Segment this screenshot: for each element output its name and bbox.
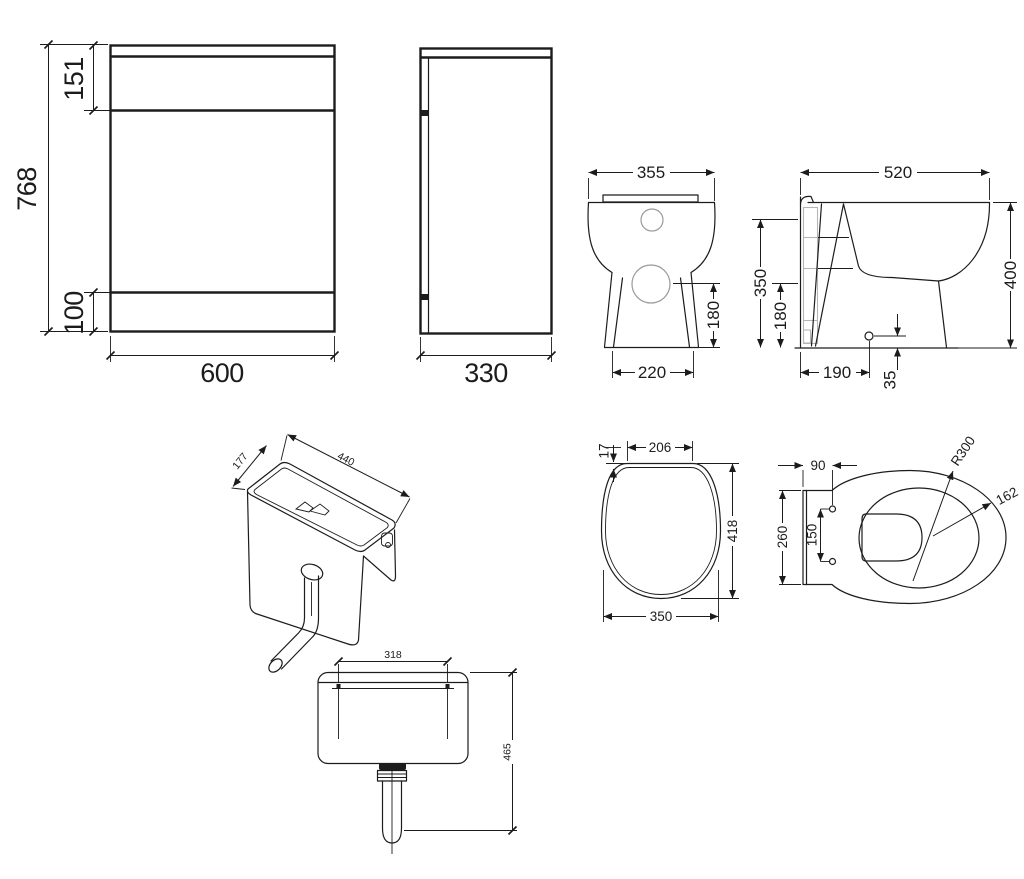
- hidden-cistern: [802, 206, 819, 345]
- pan-lip: [602, 194, 699, 203]
- flush-valve: [379, 763, 406, 770]
- bowl-outer-curve: [937, 201, 991, 282]
- dim-label-pan-base-width: 220: [638, 363, 666, 382]
- dim-label-cistern-height: 465: [502, 743, 514, 761]
- dim-label-vanity-height: 768: [12, 167, 42, 211]
- cistern-isometric-view: 177 440: [230, 434, 411, 673]
- cistern-front-view: 318 465: [317, 649, 518, 854]
- vanity-front-view: 768 151 100 600: [12, 39, 340, 388]
- hinge-mark-bottom: [421, 294, 429, 300]
- dim-label-seat-hinge-depth: 17: [597, 443, 612, 458]
- dim-label-pan-side-outlet-height: 180: [771, 302, 790, 330]
- seat-inner: [605, 467, 717, 595]
- side-nub: [381, 532, 393, 547]
- seat-bolt-hole-top: [828, 505, 837, 513]
- dim-label-back-width: 260: [775, 526, 790, 549]
- dim-label-rim-radius: R300: [948, 433, 978, 468]
- cistern-lid: [246, 461, 396, 553]
- dim-label-pan-width: 355: [637, 163, 665, 182]
- vanity-side-outline: [419, 47, 553, 335]
- dim-label-fixing-centres: 150: [805, 524, 820, 547]
- bowl-opening: [861, 513, 923, 562]
- dim-label-outlet-floor-gap: 35: [881, 371, 900, 390]
- dim-label-pan-outlet-height: 180: [704, 301, 723, 329]
- pan-bowl-right: [690, 201, 716, 274]
- vanity-outline: [109, 44, 336, 333]
- flush-pipe-hole: [300, 563, 324, 581]
- dim-label-vanity-plinth: 100: [59, 291, 89, 335]
- dim-label-pan-back-height: 350: [751, 269, 770, 297]
- dim-label-vanity-top-section: 151: [59, 57, 89, 101]
- inlet-circle: [640, 208, 664, 232]
- seat-ring: [858, 487, 980, 589]
- vanity-side-view: 330: [415, 47, 557, 388]
- seat-outer: [600, 462, 722, 600]
- flush-pipe: [270, 577, 306, 662]
- dim-label-pan-height: 400: [1001, 261, 1020, 289]
- dim-label-vanity-depth: 330: [464, 358, 508, 388]
- pan-side-view: 520 350 180: [751, 163, 1020, 389]
- pan-bowl-left: [587, 201, 613, 274]
- dim-label-cistern-fixing-centres: 318: [384, 649, 402, 661]
- dim-label-seat-length: 418: [725, 520, 740, 543]
- pan-top-view: 90 260 150 R300 162: [775, 433, 1021, 605]
- dim-label-seat-width: 350: [650, 609, 673, 624]
- dim-label-outlet-setout: 190: [823, 363, 851, 382]
- dim-label-seat-hinge-width: 206: [649, 440, 672, 455]
- seat-bolt-hole-bottom: [828, 557, 837, 566]
- dim-label-flange-depth: 90: [810, 458, 825, 473]
- dim-label-cistern-width: 440: [335, 450, 356, 469]
- seat-top-view: 206 17 418 350: [597, 440, 741, 624]
- dim-label-vanity-width: 600: [200, 358, 244, 388]
- flush-pipe-end: [268, 658, 283, 673]
- pan-front-view: 355 180 220: [587, 163, 723, 382]
- pan-top-outer: [802, 469, 1007, 605]
- outlet-circle: [631, 264, 671, 304]
- dim-label-pan-depth: 520: [884, 163, 912, 182]
- hinge-mark-top: [421, 110, 429, 116]
- lid-clip: [294, 501, 314, 513]
- cistern-body: [246, 491, 365, 646]
- fixing-hole: [864, 331, 874, 341]
- dim-label-bowl-radius: 162: [994, 484, 1021, 508]
